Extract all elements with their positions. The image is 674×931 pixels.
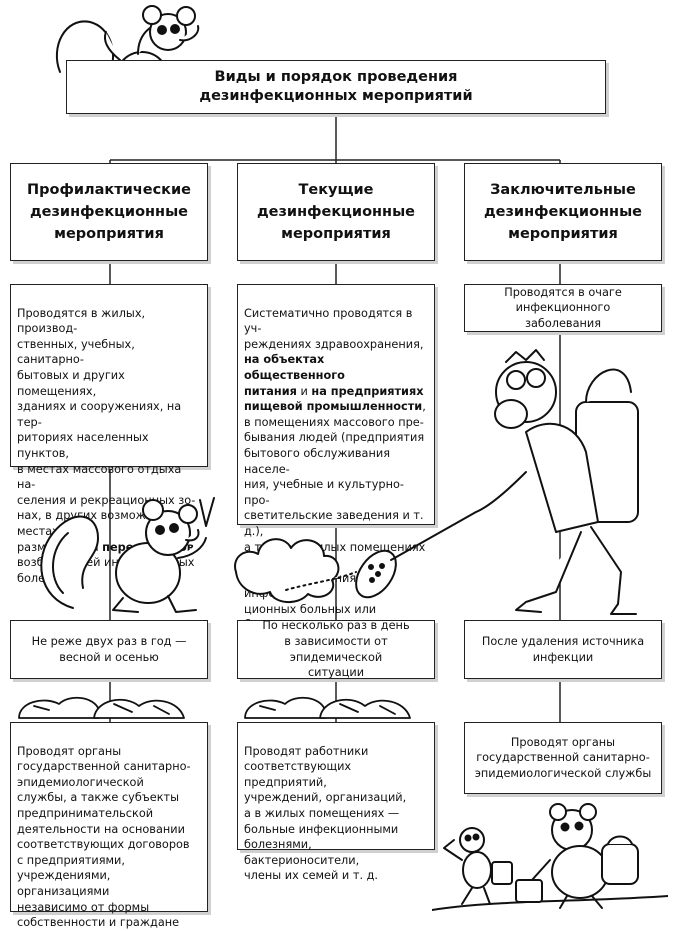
heading-prophylactic: Профилактические дезинфекционные меропри… (10, 163, 208, 261)
when-final-text: После удаления источника инфекции (481, 634, 645, 664)
sacks-icon-2 (244, 696, 411, 719)
where-current-part-1: Систематично проводятся в уч- реждениях … (244, 306, 424, 351)
diagram-title: Виды и порядок проведения дезинфекционны… (66, 60, 606, 114)
who-final-text: Проводят органы государственной санитарн… (474, 735, 652, 780)
where-prophylactic: Проводятся в жилых, производ- ственных, … (10, 284, 208, 585)
who-current: Проводят работники соответствующих предп… (237, 722, 435, 882)
title-line-2: дезинфекционных мероприятий (199, 88, 473, 104)
when-prophylactic: Не реже двух раз в год — весной и осенью (10, 620, 208, 679)
title-line-1: Виды и порядок проведения (214, 69, 458, 85)
heading-final-text: Заключительные дезинфекционные мероприят… (483, 182, 643, 242)
who-prophylactic: Проводят органы государственной санитарн… (10, 722, 208, 929)
who-current-text: Проводят работники соответствующих предп… (244, 744, 407, 883)
heading-prophylactic-text: Профилактические дезинфекционные меропри… (26, 182, 192, 242)
heading-final: Заключительные дезинфекционные мероприят… (464, 163, 662, 261)
heading-current-text: Текущие дезинфекционные мероприятия (256, 182, 416, 242)
rats-with-bags-icon (432, 803, 668, 911)
where-final-text: Проводятся в очаге инфекционного заболев… (504, 285, 622, 330)
disinfector-sprayer-icon (234, 349, 639, 615)
who-prophylactic-text: Проводят органы государственной санитарн… (17, 744, 191, 930)
where-current-part-4: на предприятиях пищевой промышленности (244, 384, 424, 414)
heading-current: Текущие дезинфекционные мероприятия (237, 163, 435, 261)
sacks-icon (18, 696, 185, 719)
when-final: После удаления источника инфекции (464, 620, 662, 679)
where-current: Систематично проводятся в уч- реждениях … (237, 284, 435, 647)
rat-slingshot-icon (40, 497, 215, 613)
who-final: Проводят органы государственной санитарн… (464, 722, 662, 794)
when-current: По несколько раз в день в зависимости от… (237, 619, 435, 680)
where-current-part-3: и (296, 384, 312, 398)
when-current-text: По несколько раз в день в зависимости от… (262, 619, 410, 680)
where-current-part-2: на объектах общественного питания (244, 353, 345, 398)
when-prophylactic-text: Не реже двух раз в год — весной и осенью (31, 634, 187, 664)
where-final: Проводятся в очаге инфекционного заболев… (464, 284, 662, 332)
